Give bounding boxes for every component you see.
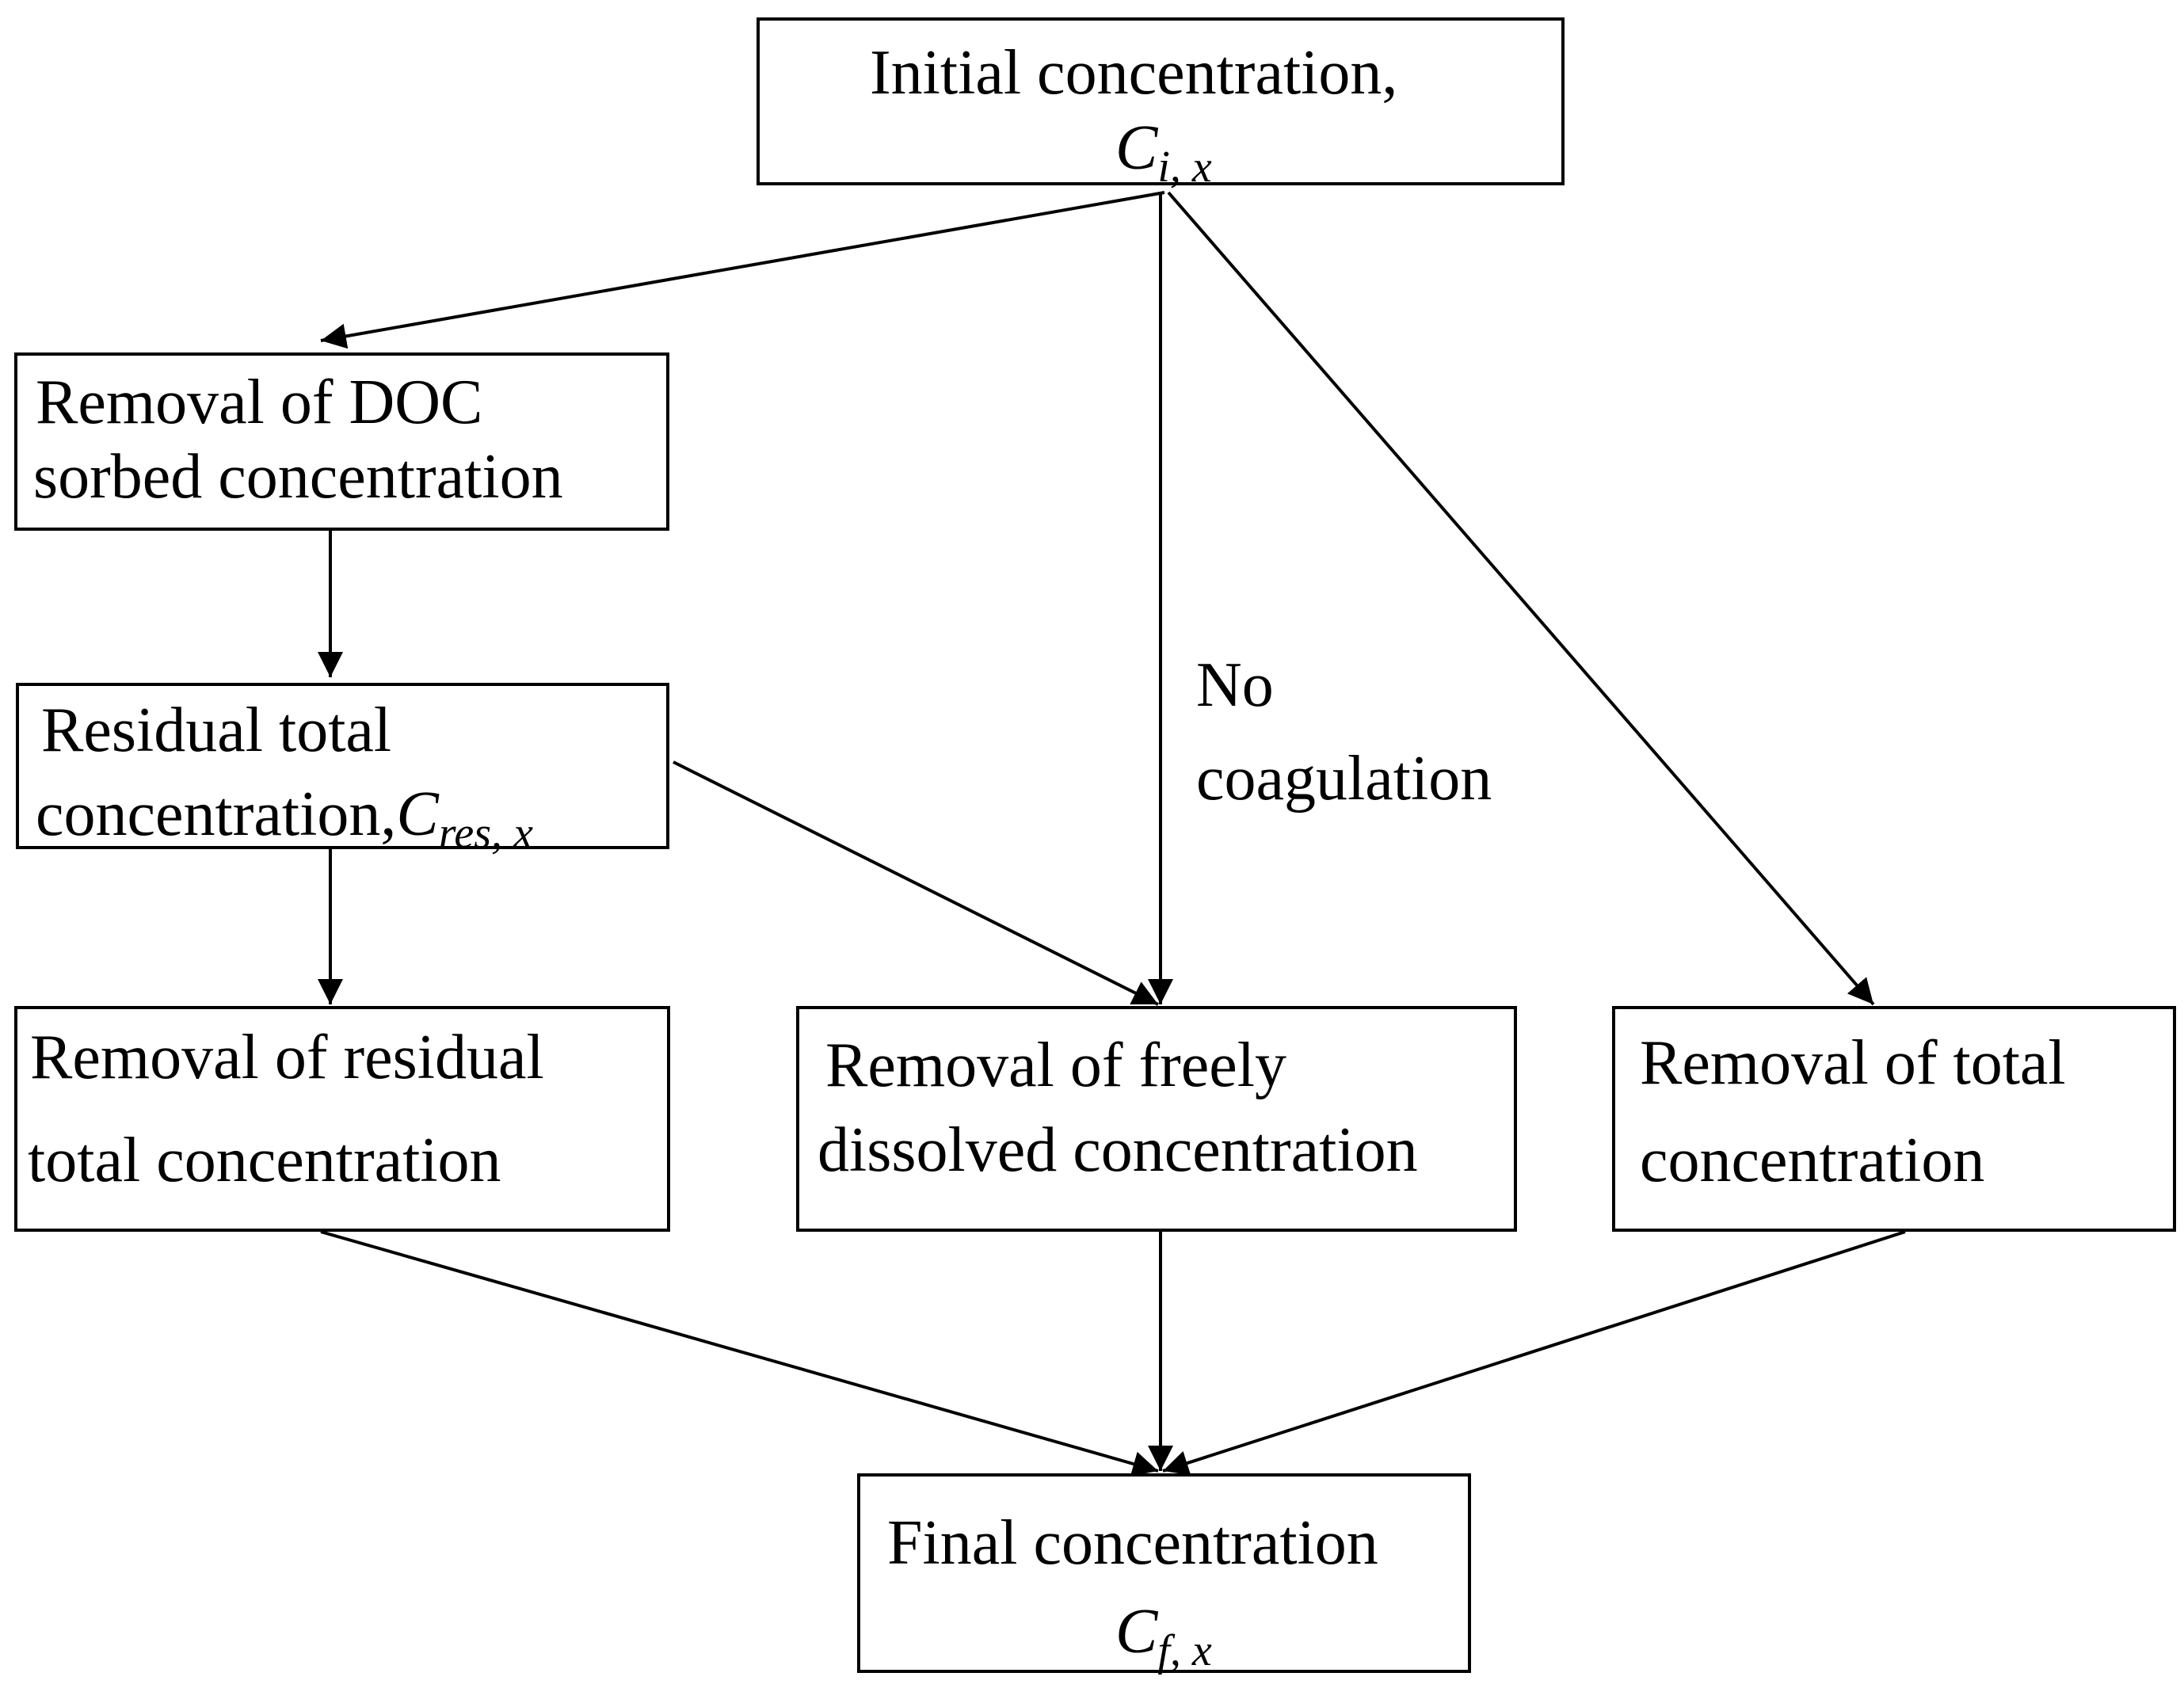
removal-total-line2: concentration — [1640, 1126, 1985, 1195]
node-doc-sorbed-removal — [14, 352, 669, 531]
initial-concentration-symbol: Ci, x — [1115, 113, 1212, 189]
node-final-concentration — [857, 1473, 1471, 1673]
arrow-removal-residual-to-final — [320, 1230, 1159, 1477]
node-removal-residual-total — [14, 1006, 670, 1232]
residual-line1: Residual total — [41, 695, 392, 765]
initial-symbol-letter: C — [1115, 113, 1158, 183]
removal-free-line2: dissolved concentration — [818, 1115, 1418, 1185]
doc-removal-line1: Removal of DOC — [36, 368, 483, 437]
removal-residual-line2: total concentration — [28, 1126, 501, 1195]
arrow-initial-to-doc-removal — [320, 191, 1165, 349]
arrow-residual-to-removal-free — [673, 760, 1159, 1006]
initial-symbol-subscript: i, x — [1157, 143, 1212, 192]
arrow-initial-to-removal-total — [1167, 191, 1875, 1006]
final-concentration-label: Final concentration — [887, 1508, 1378, 1578]
initial-concentration-label: Initial concentration, — [870, 38, 1398, 108]
edge-label-no-coagulation-line1: No — [1196, 650, 1274, 720]
final-symbol-subscript: f, x — [1157, 1626, 1212, 1675]
removal-total-line1: Removal of total — [1640, 1028, 2066, 1098]
final-symbol-letter: C — [1115, 1597, 1158, 1667]
node-residual-total-concentration — [16, 683, 669, 849]
removal-free-line1: Removal of freely — [825, 1031, 1286, 1100]
residual-line2-text: concentration, — [36, 779, 397, 849]
node-initial-concentration — [757, 17, 1565, 185]
node-removal-freely-dissolved — [796, 1006, 1517, 1232]
edge-label-no-coagulation-line2: coagulation — [1196, 744, 1492, 814]
residual-symbol-subscript: res, x — [438, 809, 533, 858]
residual-line2: concentration,Cres, x — [36, 783, 533, 855]
final-concentration-symbol: Cf, x — [1115, 1600, 1212, 1673]
node-removal-total — [1612, 1006, 2176, 1232]
removal-residual-line1: Removal of residual — [30, 1023, 544, 1092]
arrow-removal-total-to-final — [1162, 1230, 1906, 1476]
doc-removal-line2: sorbed concentration — [33, 442, 563, 512]
residual-symbol-letter: C — [396, 779, 439, 849]
